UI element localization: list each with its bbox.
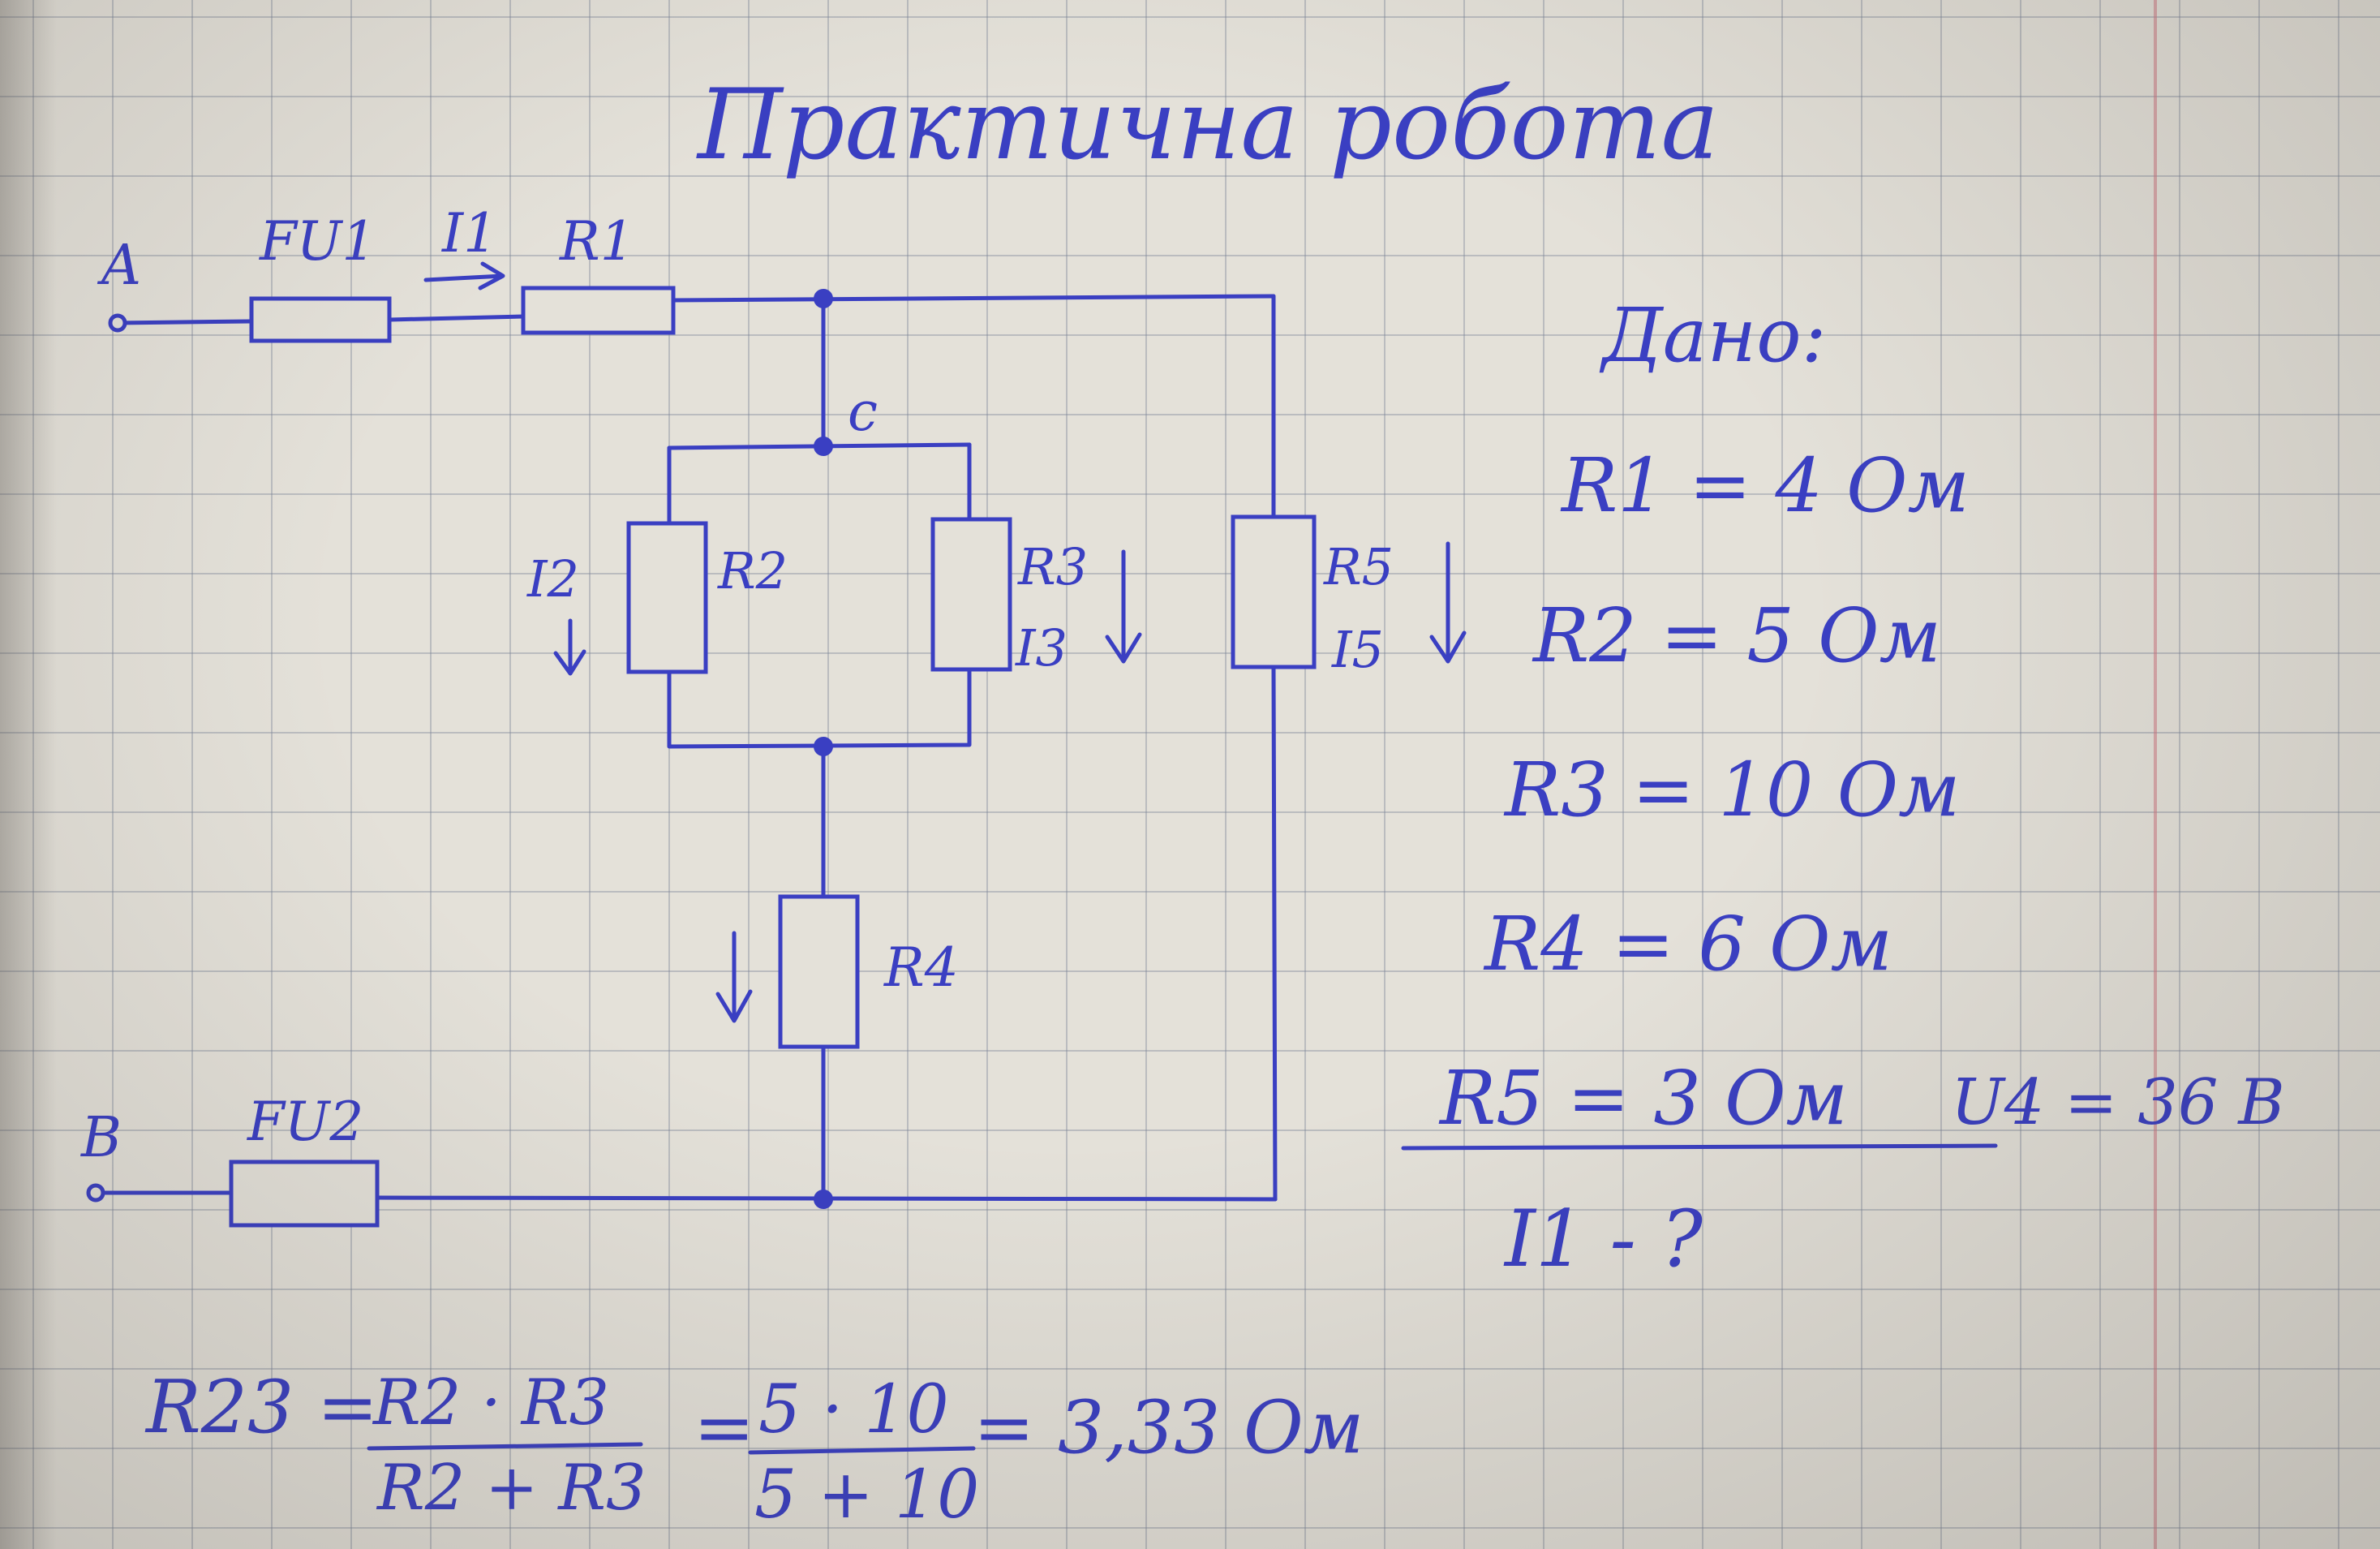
label-node-c: c — [848, 381, 878, 443]
resistor-r3 — [930, 517, 1012, 672]
formula-fraction-bar-1 — [367, 1442, 643, 1451]
label-r5: R5 — [1323, 537, 1394, 596]
junction-bottom — [814, 1190, 833, 1209]
label-r1: R1 — [559, 210, 634, 273]
current-arrows — [423, 261, 1467, 1023]
formula-eq2: = — [694, 1385, 754, 1470]
given-find: I1 - ? — [1503, 1194, 1703, 1284]
label-fu1: FU1 — [259, 210, 376, 273]
formula-den2: 5 + 10 — [754, 1456, 979, 1534]
resistor-r2 — [626, 521, 708, 674]
junction-lower — [814, 737, 833, 756]
label-i5: I5 — [1331, 620, 1384, 679]
junction-top — [814, 289, 833, 308]
formula-num2: 5 · 10 — [758, 1371, 949, 1448]
arrow-i2-icon — [553, 618, 586, 676]
label-terminal-b: B — [79, 1106, 122, 1170]
junction-node-c — [814, 437, 833, 456]
label-r2: R2 — [717, 541, 788, 600]
label-r3: R3 — [1017, 537, 1088, 596]
label-i2: I2 — [526, 549, 579, 609]
formula-num1: R2 · R3 — [372, 1366, 609, 1439]
arrow-i1-icon — [423, 261, 505, 290]
label-fu2: FU2 — [247, 1091, 363, 1153]
given-r4: R4 = 6 Ом — [1483, 901, 1892, 987]
label-i1: I1 — [441, 202, 497, 265]
arrow-i4-icon — [715, 931, 753, 1023]
given-heading: Дано: — [1599, 292, 1827, 379]
resistor-r1 — [521, 286, 676, 335]
given-divider — [1401, 1143, 1998, 1151]
label-terminal-a: A — [97, 234, 141, 298]
fuse-fu1 — [249, 296, 392, 343]
circuit-wires — [93, 294, 1278, 1202]
given-r3: R3 = 10 Ом — [1503, 747, 1960, 833]
arrow-i3-icon — [1105, 549, 1142, 664]
given-r1: R1 = 4 Ом — [1560, 442, 1970, 529]
terminal-b-node — [86, 1183, 105, 1203]
page-edge-shadow — [0, 0, 57, 1549]
margin-line — [2154, 0, 2157, 1549]
given-voltage: U4 = 36 В — [1951, 1066, 2285, 1139]
label-r4: R4 — [883, 936, 959, 999]
label-i3: I3 — [1015, 618, 1068, 678]
given-r2: R2 = 5 Ом — [1532, 592, 1941, 679]
arrow-i5-icon — [1429, 541, 1467, 664]
formula-result: = 3,33 Ом — [973, 1385, 1364, 1470]
page-title: Практична робота — [696, 69, 1719, 182]
given-r5: R5 = 3 Ом — [1438, 1055, 1848, 1142]
resistor-r5 — [1231, 514, 1317, 669]
formula-lhs: R23 = — [144, 1365, 378, 1450]
fuse-fu2 — [229, 1160, 380, 1228]
resistor-r4 — [778, 894, 860, 1049]
terminal-a-node — [108, 313, 127, 333]
formula-den1: R2 + R3 — [376, 1452, 647, 1525]
formula-fraction-bar-2 — [748, 1446, 976, 1455]
